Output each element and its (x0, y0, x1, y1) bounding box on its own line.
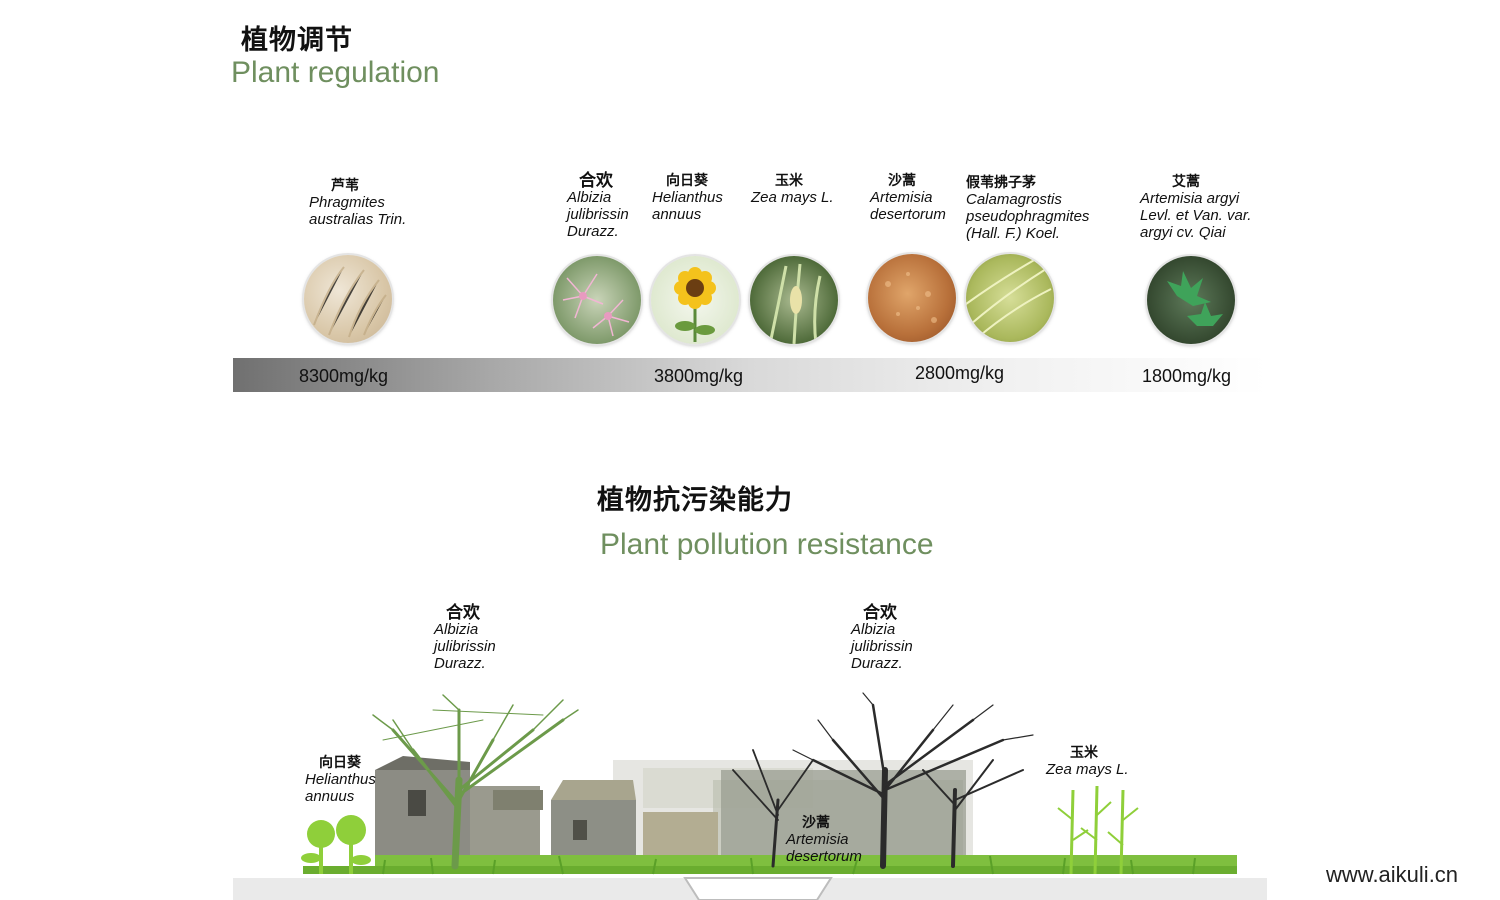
plant-cn-reed: 芦苇 (331, 177, 359, 193)
plant-cn-albizia: 合欢 (579, 171, 613, 190)
website-watermark: www.aikuli.cn (1326, 862, 1459, 887)
plant-cn-sunflower: 向日葵 (666, 172, 708, 188)
plant-label-artemisia-argyi: 艾蒿 Artemisia argyi Levl. et Van. var. ar… (1140, 173, 1251, 241)
desert-artemisia-photo-icon (868, 254, 956, 342)
scene-cn-sunflower: 向日葵 (319, 754, 361, 770)
plant-label-artemisia-desertorum: 沙蒿 Artemisia desertorum (870, 172, 946, 223)
plant-label-albizia: 合欢 Albizia julibrissin Durazz. (567, 172, 629, 240)
section1-title-en: Plant regulation (231, 56, 440, 89)
plant-cn-artemisia-argyi: 艾蒿 (1172, 173, 1200, 189)
plant-label-calamagrostis: 假苇拂子茅 Calamagrostis pseudophragmites (Ha… (966, 174, 1089, 242)
scene-latin-albizia-right-1: Albizia (851, 621, 896, 638)
scene-cn-albizia-left: 合欢 (446, 603, 480, 622)
section2-title-en: Plant pollution resistance (600, 528, 934, 561)
section2-title-cn: 植物抗污染能力 (597, 485, 793, 516)
plant-latin-artemisia-argyi-2: Levl. et Van. var. (1140, 207, 1252, 224)
plant-cn-artemisia-desertorum: 沙蒿 (888, 172, 916, 188)
scale-value-2800: 2800mg/kg (915, 363, 1005, 383)
plant-cn-calamagrostis: 假苇拂子茅 (966, 174, 1036, 190)
scene-latin-sunflower-2: annuus (305, 788, 355, 805)
sunflower-photo-icon (651, 256, 739, 344)
scene-label-sunflower: 向日葵 Helianthus annuus (305, 754, 376, 805)
plant-cn-corn: 玉米 (775, 172, 803, 188)
scene-latin-artemisia-2: desertorum (786, 848, 862, 865)
plant-latin-calamagrostis-1: Calamagrostis (966, 191, 1062, 208)
plant-latin-reed-2: australias Trin. (309, 211, 407, 228)
scale-value-3800: 3800mg/kg (654, 366, 744, 386)
plant-label-corn: 玉米 Zea mays L. (751, 172, 834, 206)
scene-latin-corn-1: Zea mays L. (1046, 761, 1129, 778)
scene-latin-albizia-left-1: Albizia (434, 621, 479, 638)
plant-latin-artemisia-argyi-3: argyi cv. Qiai (1140, 224, 1226, 241)
plant-latin-calamagrostis-2: pseudophragmites (966, 208, 1090, 225)
pollution-resistance-scene (233, 692, 1267, 900)
scene-latin-sunflower-1: Helianthus (305, 771, 376, 788)
scene-label-albizia-left: 合欢 Albizia julibrissin Durazz. (434, 604, 496, 672)
plant-latin-calamagrostis-3: (Hall. F.) Koel. (966, 225, 1060, 242)
plant-latin-sunflower-1: Helianthus (652, 189, 723, 206)
scene-latin-albizia-right-3: Durazz. (851, 655, 903, 672)
albizia-tree-right (732, 692, 1034, 869)
scene-cn-albizia-right: 合欢 (863, 603, 897, 622)
concentration-scale-bar: 8300mg/kg 3800mg/kg 2800mg/kg 1800mg/kg (233, 358, 1267, 392)
scene-label-corn: 玉米 Zea mays L. (1046, 744, 1129, 778)
scene-cn-corn: 玉米 (1070, 744, 1098, 760)
plant-latin-albizia-2: julibrissin (567, 206, 629, 223)
scene-label-artemisia: 沙蒿 Artemisia desertorum (786, 814, 862, 865)
reed-photo-icon (304, 255, 392, 343)
mugwort-photo-icon (1147, 256, 1235, 344)
scene-label-albizia-right: 合欢 Albizia julibrissin Durazz. (851, 604, 913, 672)
grass-seed-photo-icon (966, 254, 1054, 342)
section1-title-cn: 植物调节 (241, 25, 353, 56)
plant-label-reed: 芦苇 Phragmites australias Trin. (309, 177, 406, 228)
plant-latin-reed-1: Phragmites (309, 194, 385, 211)
scene-cn-artemisia: 沙蒿 (802, 814, 830, 830)
sunflower-plants (301, 815, 371, 874)
plant-latin-corn-1: Zea mays L. (751, 189, 834, 206)
scene-latin-albizia-left-2: julibrissin (434, 638, 496, 655)
plant-latin-albizia-3: Durazz. (567, 223, 619, 240)
plant-label-sunflower: 向日葵 Helianthus annuus (652, 172, 723, 223)
scene-latin-artemisia-1: Artemisia (786, 831, 849, 848)
scale-value-8300: 8300mg/kg (299, 366, 389, 386)
scale-value-1800: 1800mg/kg (1142, 366, 1232, 386)
plant-latin-sunflower-2: annuus (652, 206, 702, 223)
scene-latin-albizia-left-3: Durazz. (434, 655, 486, 672)
plant-latin-artemisia-argyi-1: Artemisia argyi (1140, 190, 1240, 207)
plant-latin-artemisia-desertorum-1: Artemisia (870, 189, 933, 206)
plant-latin-albizia-1: Albizia (567, 189, 612, 206)
corn-plants (1057, 785, 1139, 875)
albizia-tree-left (372, 694, 579, 870)
plant-latin-artemisia-desertorum-2: desertorum (870, 206, 946, 223)
corn-photo-icon (750, 256, 838, 344)
albizia-flower-photo-icon (553, 256, 641, 344)
scene-latin-albizia-right-2: julibrissin (851, 638, 913, 655)
